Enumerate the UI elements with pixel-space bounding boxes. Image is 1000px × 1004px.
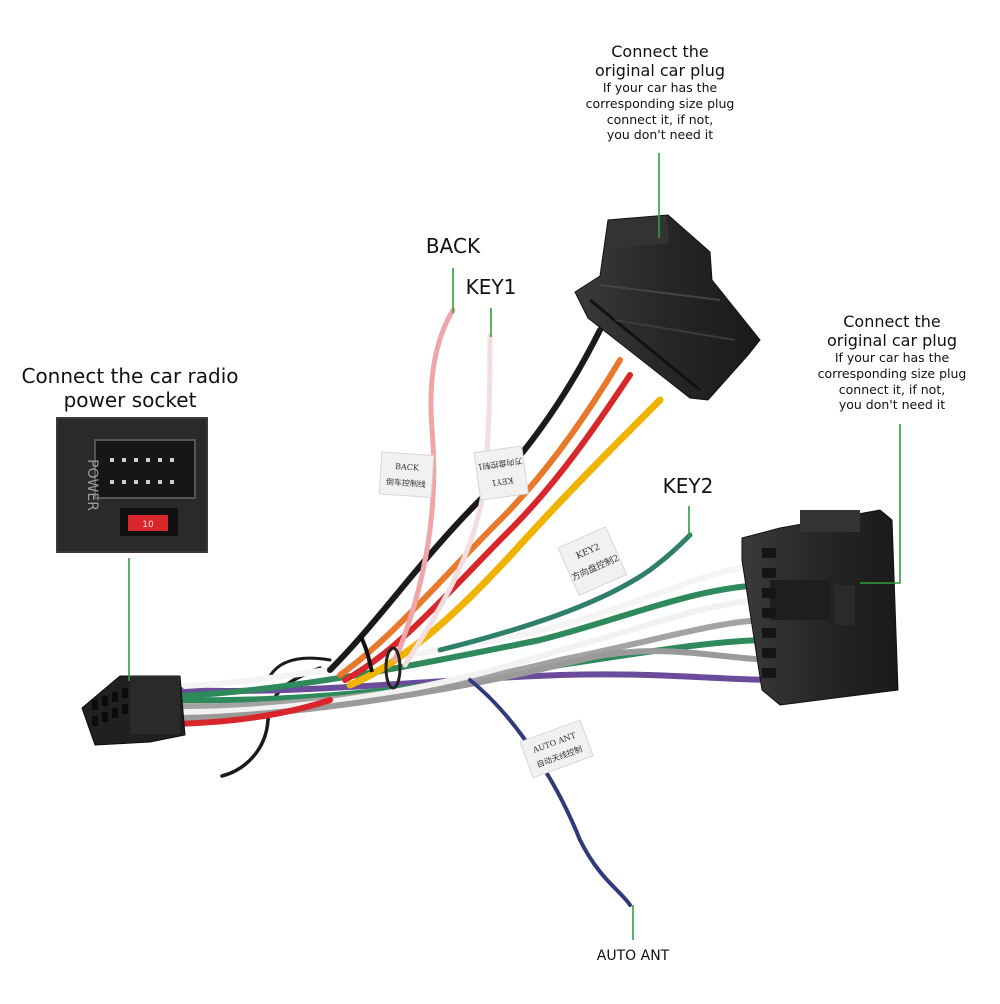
zip-tie-center xyxy=(358,634,374,673)
power-socket-inset: 10 POWER xyxy=(56,417,208,553)
power-socket-text: POWER xyxy=(84,459,100,511)
black-loop-wire xyxy=(268,656,332,678)
top-plug-title-1: Connect the xyxy=(611,42,709,61)
right-plug-callout: Connect the original car plug If your ca… xyxy=(792,312,992,413)
ant-wire-tag: AUTO ANT 自动天线控制 xyxy=(519,719,594,779)
auto-ant-wire xyxy=(468,678,632,907)
power-title-1: Connect the car radio xyxy=(21,364,239,388)
black-stub-wire xyxy=(220,666,322,778)
auto-ant-label: AUTO ANT xyxy=(596,948,670,964)
green-wire-2 xyxy=(177,582,773,699)
right-plug-note-3: connect it, if not, xyxy=(838,381,946,397)
wire-bundle xyxy=(172,307,783,907)
right-plug-note-4: you don't need it xyxy=(838,397,946,413)
right-plug-title-2: original car plug xyxy=(826,331,958,351)
socket-pins xyxy=(110,458,174,484)
top-plug-note-4: you don't need it xyxy=(606,127,714,143)
back-tag-text-2: 倒车控制线 xyxy=(386,476,427,489)
right-plug-note-2: corresponding size plug xyxy=(817,366,967,381)
back-tag-text-1: BACK xyxy=(395,462,420,473)
right-plug-title-1: Connect the xyxy=(843,312,941,331)
back-wire xyxy=(392,307,456,663)
back-label: BACK xyxy=(425,234,481,258)
top-plug-callout: Connect the original car plug If your ca… xyxy=(560,42,760,143)
key1-tag-text-1: KEY1 xyxy=(491,476,514,488)
power-socket-callout: Connect the car radio power socket xyxy=(10,364,250,412)
gray-wire-1 xyxy=(177,617,773,710)
top-plug-title-2: original car plug xyxy=(594,61,726,81)
top-original-car-plug xyxy=(574,214,761,401)
top-plug-note-3: connect it, if not, xyxy=(606,111,714,127)
red-bundle-wire xyxy=(172,697,333,727)
fuse-value: 10 xyxy=(142,520,154,530)
fuse-icon xyxy=(128,515,168,531)
key2-wire-tag: KEY2 方向盘控制2 xyxy=(557,526,628,597)
key2-label: KEY2 xyxy=(662,474,714,498)
back-wire-tag: BACK 倒车控制线 xyxy=(378,451,435,499)
zip-tie-left xyxy=(384,646,402,690)
zip-ties xyxy=(358,634,402,690)
radio-side-plug xyxy=(81,675,186,746)
white-wire-1 xyxy=(177,597,773,715)
leader-lines xyxy=(128,153,901,940)
right-original-car-plug xyxy=(741,509,899,706)
key2-wire xyxy=(437,532,693,653)
right-plug-note-1: If your car has the xyxy=(834,350,950,366)
purple-wire xyxy=(177,671,783,695)
top-plug-note-1: If your car has the xyxy=(602,80,718,96)
white-wire-2 xyxy=(182,562,763,689)
leader-right-plug xyxy=(860,424,901,584)
red-power-wire xyxy=(342,372,633,683)
orange-power-wire xyxy=(337,357,623,678)
key1-label: KEY1 xyxy=(465,275,517,299)
wire-tags: BACK 倒车控制线 KEY1 方向盘控制1 KEY2 方向盘控制2 AUTO … xyxy=(378,445,628,779)
power-title-2: power socket xyxy=(63,388,197,412)
top-plug-note-2: corresponding size plug xyxy=(585,96,735,111)
key1-wire-tag: KEY1 方向盘控制1 xyxy=(473,445,529,501)
yellow-power-wire xyxy=(346,396,664,689)
